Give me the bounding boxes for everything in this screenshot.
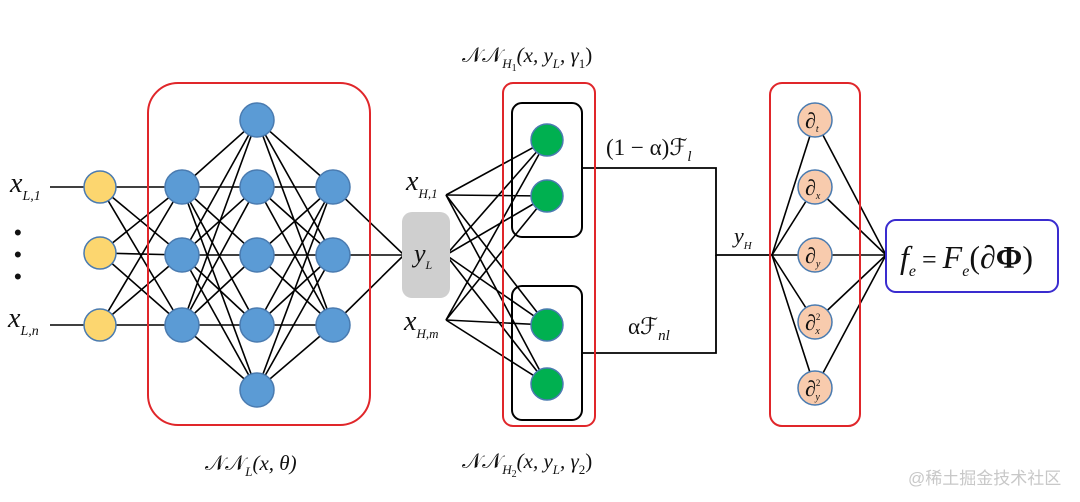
partial-label: ∂y: [805, 243, 821, 270]
edge: [256, 186, 334, 326]
yl-label: yL: [411, 239, 433, 272]
high-network-2-label: 𝒩𝒩H2(x, yL, γ2): [462, 449, 592, 480]
edge: [181, 186, 258, 391]
partials-box: [769, 82, 861, 427]
ellipsis-dot: •: [14, 264, 22, 289]
low-fidelity-network-box: [147, 82, 371, 426]
hidden-node: [239, 372, 275, 408]
linear-path-line: [582, 167, 772, 256]
edge: [99, 186, 183, 326]
edge: [181, 186, 258, 326]
nonlinear-node: [530, 308, 564, 342]
hidden-node: [164, 307, 200, 343]
edge: [445, 254, 548, 385]
edge: [445, 319, 548, 326]
edge: [445, 139, 548, 321]
hidden-node: [239, 237, 275, 273]
input-node: [83, 308, 117, 342]
hidden-node: [164, 169, 200, 205]
edge: [445, 195, 548, 256]
hidden-node: [239, 169, 275, 205]
edge: [445, 195, 548, 321]
hidden-node: [315, 307, 351, 343]
linear-node: [530, 123, 564, 157]
high-fidelity-network-box: [502, 82, 596, 427]
edge: [445, 194, 548, 197]
edge: [445, 139, 548, 196]
bridge-input-last: xH,m: [403, 306, 438, 341]
low-network-label: 𝒩𝒩L(x, θ): [205, 451, 297, 479]
input-node: [83, 170, 117, 204]
linear-subnet-box: [511, 102, 583, 238]
partial-node: [797, 169, 833, 205]
edge: [256, 254, 334, 391]
input-label-first: xL,1: [9, 168, 41, 204]
partial-label: ∂t: [805, 108, 819, 135]
edge: [99, 254, 183, 326]
edge: [445, 139, 548, 256]
hidden-node: [164, 237, 200, 273]
edge: [181, 254, 258, 391]
ellipsis-dot: •: [14, 220, 22, 245]
high-network-1-label: 𝒩𝒩H1(x, yL, γ1): [462, 43, 592, 74]
partial-label: ∂x: [805, 175, 821, 202]
edge: [771, 254, 816, 389]
partial-node: [797, 304, 833, 340]
bridge-input-first: xH,1: [405, 166, 438, 201]
partial-node: [797, 237, 833, 273]
hidden-node: [239, 102, 275, 138]
input-node: [83, 236, 117, 270]
edge: [814, 254, 887, 389]
hidden-node: [315, 169, 351, 205]
partial-node: [797, 370, 833, 406]
ellipsis-dot: •: [14, 242, 22, 267]
edge: [814, 119, 887, 256]
linear-node: [530, 179, 564, 213]
hidden-node: [315, 237, 351, 273]
watermark: @稀土掘金技术社区: [908, 469, 1061, 488]
feature-box: [885, 219, 1059, 293]
edge: [256, 119, 334, 326]
partial-node: [797, 102, 833, 138]
nonlinear-path-line: [582, 255, 717, 354]
edge: [771, 119, 816, 256]
edge: [445, 319, 548, 385]
edge: [181, 119, 258, 326]
yl-box: [402, 212, 450, 298]
nonlinear-subnet-box: [511, 285, 583, 421]
edge: [181, 119, 258, 256]
nonlinear-path-label: αℱnl: [628, 314, 670, 344]
input-label-last: xL,n: [7, 303, 39, 339]
linear-path-label: (1 − α)ℱl: [606, 135, 692, 165]
feature-formula: fe=Fe(∂Φ): [900, 239, 1033, 280]
edge: [445, 254, 548, 326]
nonlinear-node: [530, 367, 564, 401]
edge: [445, 194, 548, 326]
yh-label: yH: [732, 223, 753, 252]
hidden-node: [239, 307, 275, 343]
edge: [256, 186, 334, 391]
